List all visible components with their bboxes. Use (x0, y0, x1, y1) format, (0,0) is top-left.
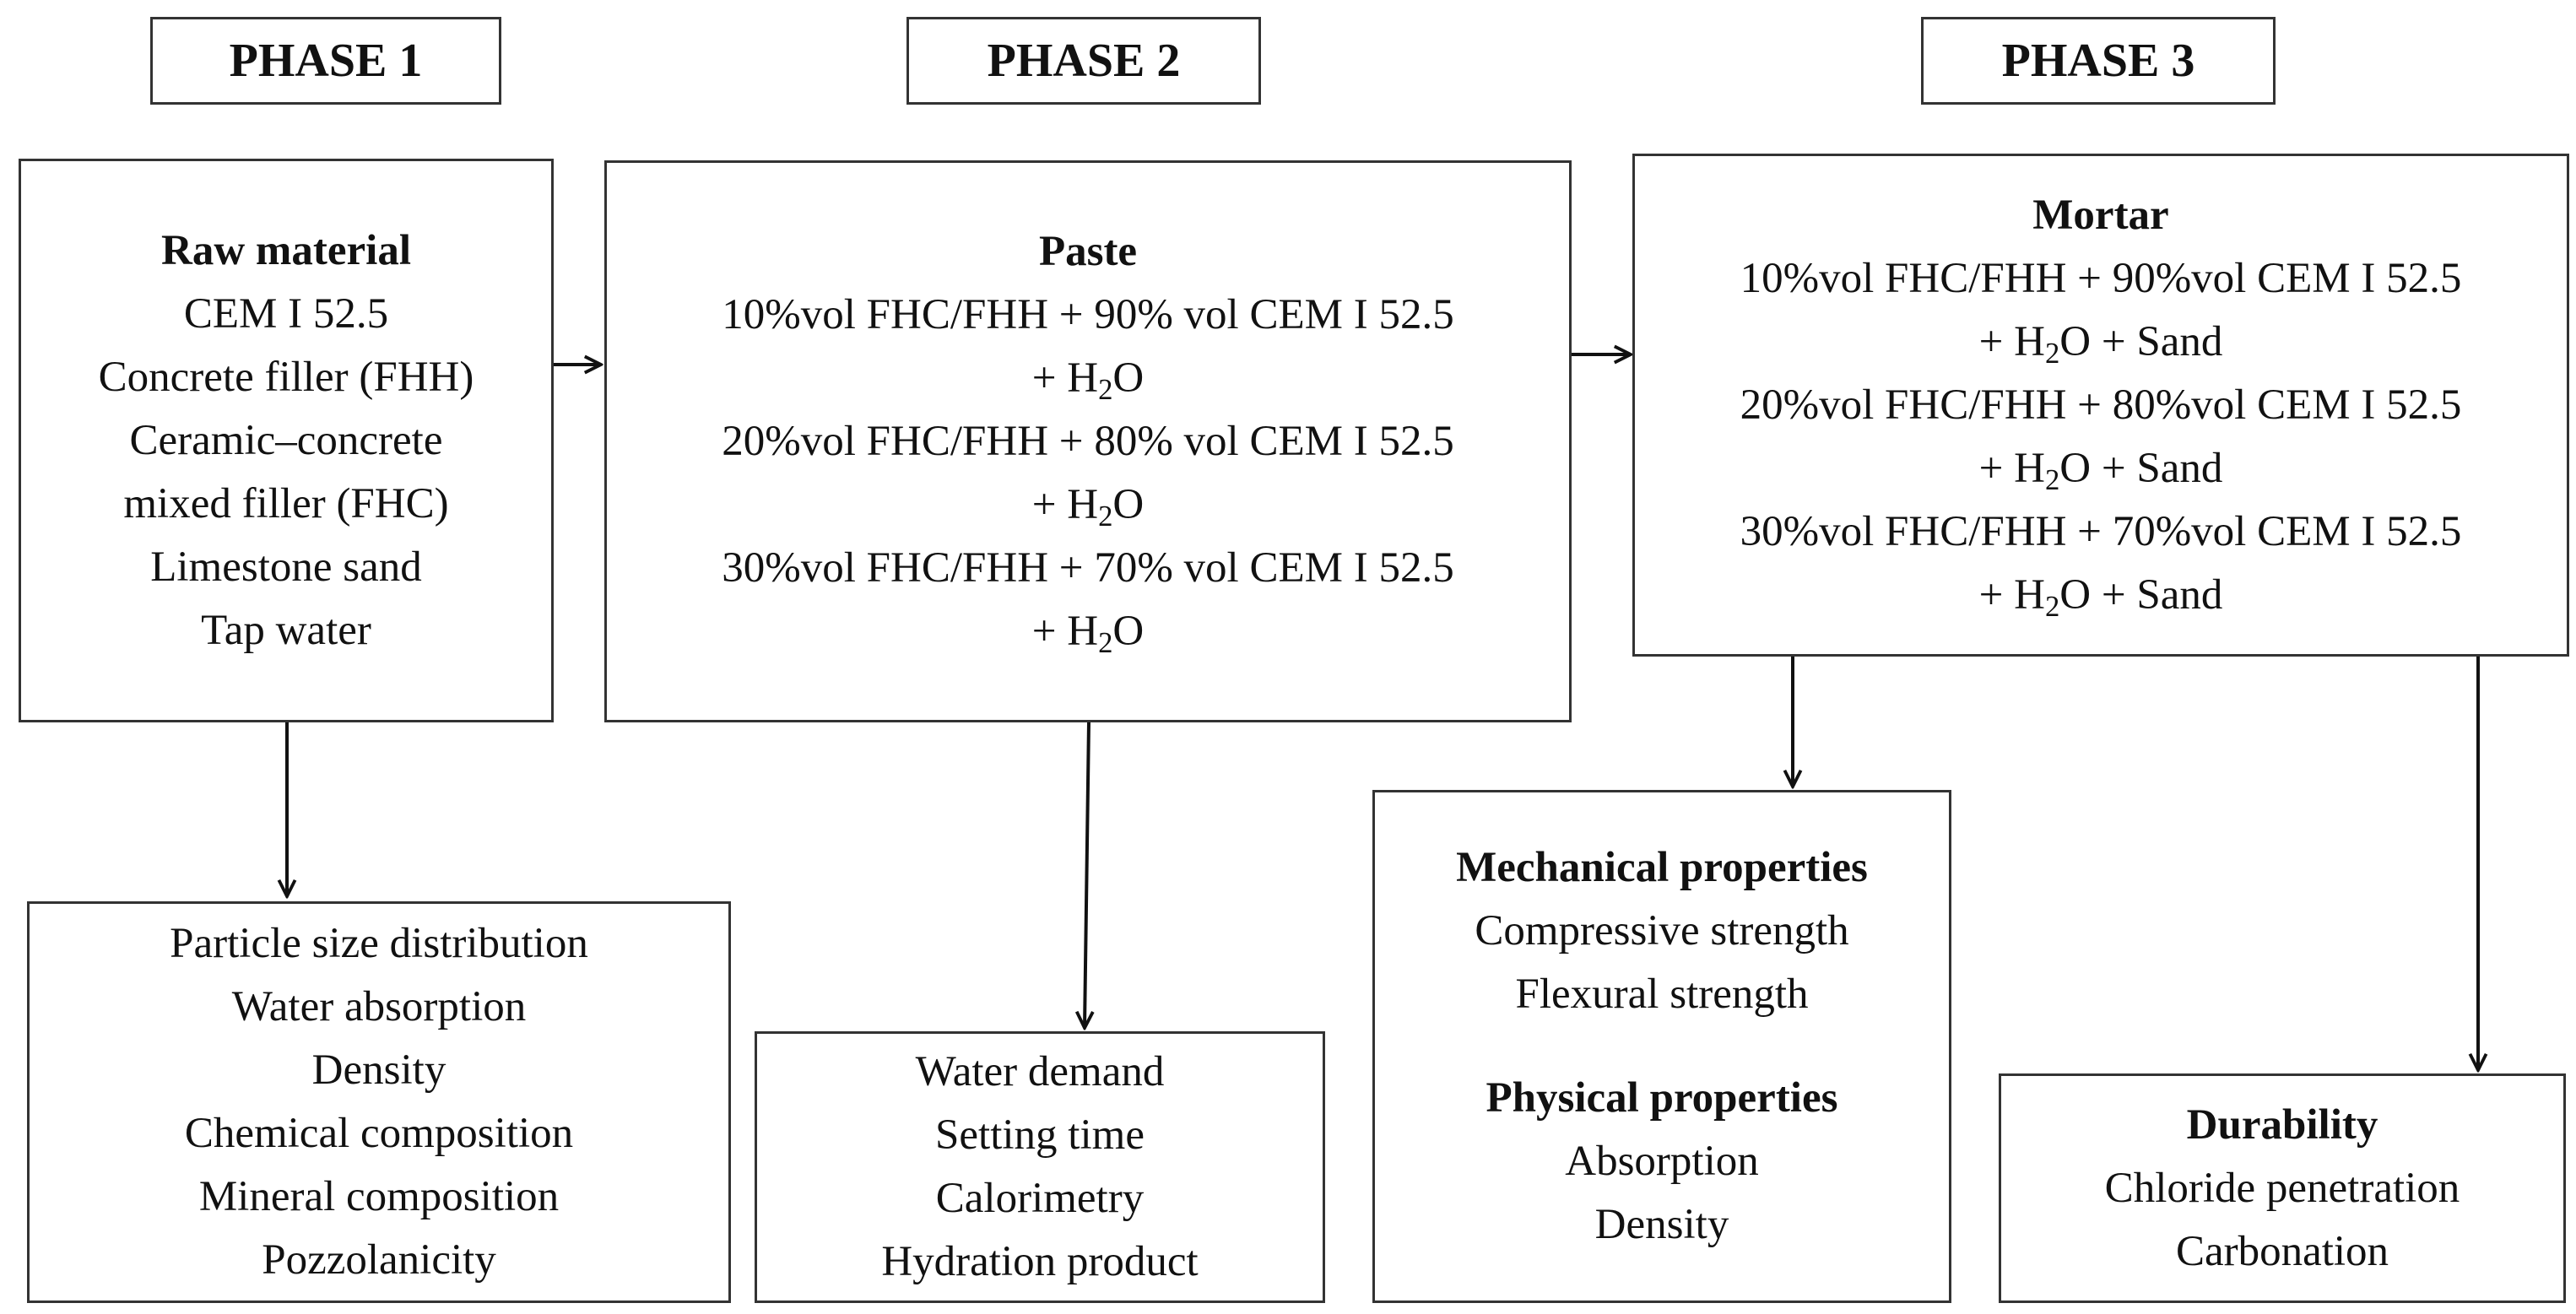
raw-material-item: Concrete filler (FHH) (98, 353, 474, 401)
mortar-water-line: + H2O + Sand (1978, 570, 2223, 624)
physical-properties-title: Physical properties (1486, 1074, 1838, 1122)
durability-item: Chloride penetration (2104, 1164, 2460, 1212)
mechanical-property-item: Compressive strength (1475, 907, 1849, 954)
paste-mix-line: 30%vol FHC/FHH + 70% vol CEM I 52.5 (722, 543, 1454, 592)
physical-property-item: Absorption (1565, 1138, 1759, 1185)
paste-test-item: Hydration product (881, 1238, 1199, 1285)
physical-property-item: Density (1594, 1201, 1729, 1248)
properties-box: Mechanical properties Compressive streng… (1372, 790, 1951, 1303)
phase-3-label: PHASE 3 (2001, 35, 2195, 87)
mechanical-properties-title: Mechanical properties (1456, 844, 1868, 891)
raw-material-box: Raw material CEM I 52.5 Concrete filler … (19, 159, 554, 722)
raw-tests-box: Particle size distribution Water absorpt… (27, 901, 731, 1303)
mortar-title: Mortar (2032, 191, 2169, 239)
raw-material-item: CEM I 52.5 (183, 289, 389, 338)
paste-test-item: Setting time (935, 1111, 1145, 1159)
raw-test-item: Chemical composition (184, 1110, 574, 1157)
durability-box: Durability Chloride penetration Carbonat… (1999, 1073, 2566, 1303)
paste-water-line: + H2O (1031, 354, 1145, 407)
raw-test-item: Particle size distribution (170, 920, 588, 967)
phase-1-header: PHASE 1 (150, 17, 501, 105)
mortar-mix-line: 10%vol FHC/FHH + 90%vol CEM I 52.5 (1740, 254, 2462, 302)
raw-test-item: Pozzolanicity (262, 1236, 496, 1284)
paste-title: Paste (1038, 227, 1138, 275)
phase-3-header: PHASE 3 (1921, 17, 2276, 105)
mechanical-property-item: Flexural strength (1515, 971, 1809, 1018)
raw-material-item: Tap water (201, 606, 371, 654)
mortar-mix-line: 30%vol FHC/FHH + 70%vol CEM I 52.5 (1740, 507, 2462, 555)
paste-mix-line: 10%vol FHC/FHH + 90% vol CEM I 52.5 (722, 290, 1454, 338)
durability-item: Carbonation (2175, 1227, 2389, 1275)
phase-2-header: PHASE 2 (906, 17, 1261, 105)
arrow-paste-to-tests (1085, 722, 1089, 1028)
mortar-water-line: + H2O + Sand (1978, 317, 2223, 370)
mortar-mix-line: 20%vol FHC/FHH + 80%vol CEM I 52.5 (1740, 381, 2462, 429)
paste-tests-box: Water demand Setting time Calorimetry Hy… (755, 1031, 1325, 1303)
mortar-box: Mortar 10%vol FHC/FHH + 90%vol CEM I 52.… (1632, 154, 2569, 657)
paste-mix-line: 20%vol FHC/FHH + 80% vol CEM I 52.5 (722, 417, 1454, 465)
phase-2-label: PHASE 2 (987, 35, 1181, 87)
paste-test-item: Water demand (915, 1048, 1165, 1095)
paste-test-item: Calorimetry (935, 1175, 1145, 1222)
phase-1-label: PHASE 1 (229, 35, 423, 87)
paste-water-line: + H2O (1031, 607, 1145, 660)
mortar-water-line: + H2O + Sand (1978, 444, 2223, 497)
paste-water-line: + H2O (1031, 480, 1145, 533)
raw-material-title: Raw material (161, 226, 411, 274)
raw-material-item: Limestone sand (150, 543, 422, 591)
raw-material-item: Ceramic–concrete (129, 416, 443, 464)
durability-title: Durability (2186, 1100, 2378, 1149)
paste-box: Paste 10%vol FHC/FHH + 90% vol CEM I 52.… (604, 160, 1572, 722)
raw-material-item: mixed filler (FHC) (123, 479, 449, 527)
raw-test-item: Mineral composition (198, 1173, 560, 1220)
raw-test-item: Water absorption (231, 983, 527, 1030)
raw-test-item: Density (311, 1046, 446, 1094)
